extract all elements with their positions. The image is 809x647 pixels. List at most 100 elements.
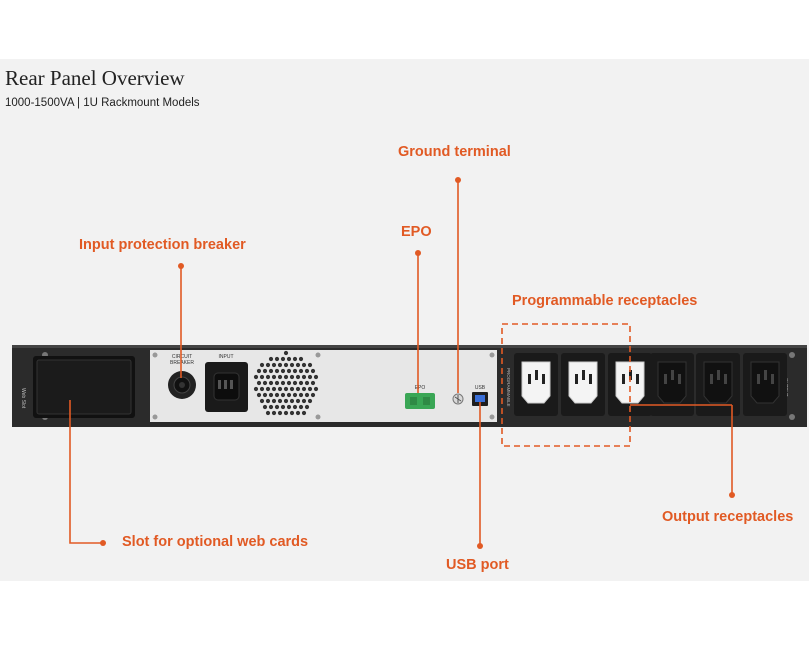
fan-vent-hole — [265, 398, 271, 404]
fan-vent-hole — [283, 386, 289, 392]
output-receptacle — [696, 353, 740, 416]
input-receptacle: INPUT — [205, 354, 248, 412]
receptacle-pin — [678, 374, 681, 384]
fan-vent-hole — [274, 404, 280, 410]
fan-vent-hole — [283, 398, 289, 404]
fan-vent-hole — [253, 374, 259, 380]
fan-vent-hole — [307, 398, 313, 404]
receptacle-pin — [575, 374, 578, 384]
fan-vent-hole — [301, 362, 307, 368]
fan-vent-hole — [265, 410, 271, 416]
web-slot-leader-dot — [100, 540, 106, 546]
fan-vent-hole — [265, 386, 271, 392]
programmable-receptacle — [561, 353, 605, 416]
fan-vent-hole — [310, 380, 316, 386]
fan-vent-hole — [274, 392, 280, 398]
receptacle-pin — [582, 370, 585, 380]
fan-vent-hole — [298, 380, 304, 386]
fan-vent-hole — [292, 392, 298, 398]
fan-vent-hole — [265, 362, 271, 368]
fan-vent-hole — [274, 368, 280, 374]
fan-vent-hole — [277, 410, 283, 416]
fan-vent-hole — [271, 374, 277, 380]
fan-vent-hole — [265, 374, 271, 380]
page-subtitle: 1000-1500VA | 1U Rackmount Models — [5, 97, 200, 109]
receptacle-pin — [589, 374, 592, 384]
fan-vent-hole — [280, 404, 286, 410]
fan-vent-hole — [253, 386, 259, 392]
callout-ground-terminal: Ground terminal — [398, 144, 511, 160]
receptacle-pin — [757, 374, 760, 384]
receptacle-pin — [629, 370, 632, 380]
receptacle-pin — [542, 374, 545, 384]
output-receptacles — [514, 353, 787, 416]
fan-vent-hole — [313, 374, 319, 380]
fan-vent-hole — [268, 368, 274, 374]
fan-vent-hole — [259, 398, 265, 404]
usb-port: USB — [472, 385, 488, 406]
callout-output-receptacles: Output receptacles — [662, 509, 794, 525]
fan-vent-hole — [283, 350, 289, 356]
diagram-background — [0, 59, 809, 581]
page-title: Rear Panel Overview — [5, 66, 185, 90]
fan-vent-hole — [301, 398, 307, 404]
fan-vent-hole — [271, 410, 277, 416]
fan-vent-hole — [298, 392, 304, 398]
fan-vent-hole — [259, 386, 265, 392]
receptacle-pin — [636, 374, 639, 384]
fan-vent-hole — [286, 404, 292, 410]
fan-vent-hole — [262, 392, 268, 398]
fan-vent-hole — [286, 392, 292, 398]
fan-vent-hole — [271, 362, 277, 368]
fan-vent-hole — [280, 392, 286, 398]
programmable-group-label: PROGRAMMABLE — [506, 368, 511, 407]
fan-vent-hole — [268, 392, 274, 398]
receptacle-face — [703, 361, 733, 404]
fan-vent-hole — [310, 368, 316, 374]
fan-vent-hole — [310, 392, 316, 398]
receptacle-pin — [724, 374, 727, 384]
fan-vent-hole — [274, 356, 280, 362]
callout-leaders — [69, 177, 735, 549]
receptacle-pin — [771, 374, 774, 384]
circuit-breaker: CIRCUIT BREAKER — [168, 354, 196, 399]
usb-panel-label: USB — [475, 385, 486, 391]
programmable-receptacles-box — [501, 323, 631, 447]
fan-vent-hole — [283, 410, 289, 416]
receptacle-pin — [764, 370, 767, 380]
fan-vent-hole — [271, 398, 277, 404]
web-slot-label: Web Slot — [20, 388, 26, 409]
callout-usb-port: USB port — [446, 557, 509, 573]
fan-vent-hole — [295, 362, 301, 368]
fan-vent-hole — [307, 362, 313, 368]
fan-vent-hole — [277, 386, 283, 392]
fan-vent-hole — [295, 386, 301, 392]
fan-vent-hole — [259, 374, 265, 380]
fan-vent-hole — [268, 404, 274, 410]
fan-vent-hole — [298, 356, 304, 362]
fan-vent-hole — [280, 356, 286, 362]
fan-vent-hole — [292, 404, 298, 410]
fan-vent-hole — [298, 404, 304, 410]
fan-vent-hole — [256, 392, 262, 398]
fan-vent-hole — [292, 356, 298, 362]
fan-vent-hole — [295, 374, 301, 380]
fan-vent-hole — [280, 380, 286, 386]
fan-vent-hole — [304, 392, 310, 398]
fan-vent-hole — [277, 362, 283, 368]
fan-vent-hole — [274, 380, 280, 386]
fan-vent-hole — [256, 380, 262, 386]
fan-vent-hole — [307, 386, 313, 392]
fan-vent-hole — [286, 380, 292, 386]
fan-vent-hole — [304, 380, 310, 386]
receptacle-face — [750, 361, 780, 404]
epo-connector: EPO — [405, 385, 435, 409]
fan-vent-hole — [268, 356, 274, 362]
fan-vent-hole — [295, 398, 301, 404]
fan-vent-hole — [298, 368, 304, 374]
rack-screw-hole — [789, 414, 795, 420]
receptacle-face — [615, 361, 645, 404]
callout-input-protection-breaker: Input protection breaker — [79, 237, 246, 253]
fan-vent-hole — [301, 410, 307, 416]
receptacle-pin — [664, 374, 667, 384]
